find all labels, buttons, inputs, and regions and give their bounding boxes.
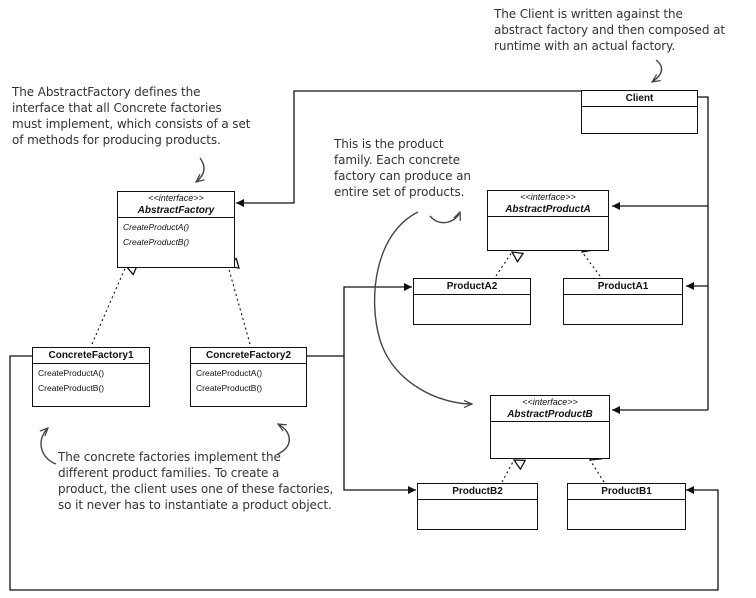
product-a1-header: ProductA1 bbox=[564, 279, 682, 295]
abstract-product-a-name: AbstractProductA bbox=[505, 204, 591, 215]
note-line: entire set of products. bbox=[334, 185, 465, 199]
note-line: runtime with an actual factory. bbox=[494, 39, 676, 53]
product-family-note: This is the product family. Each concret… bbox=[334, 136, 471, 200]
concrete-factory1-creates-connector bbox=[9, 355, 719, 591]
client-note: The Client is written against the abstra… bbox=[494, 6, 725, 54]
note-line: abstract factory and then composed at bbox=[494, 23, 725, 37]
abstract-factory-header: <<interface>> AbstractFactory bbox=[118, 192, 234, 218]
method-create-product-a: CreateProductA() bbox=[38, 368, 105, 378]
note-line: of methods for producing products. bbox=[12, 133, 221, 147]
abstract-product-b-name: AbstractProductB bbox=[507, 409, 593, 420]
product-b1-class[interactable]: ProductB1 bbox=[567, 483, 686, 530]
method-create-product-b: CreateProductB() bbox=[196, 383, 263, 393]
concrete-factory2-class[interactable]: ConcreteFactory2 CreateProductA() Create… bbox=[190, 347, 307, 407]
product-a1-name: ProductA1 bbox=[597, 281, 649, 292]
method-create-product-a: CreateProductA() bbox=[196, 368, 263, 378]
note-line: The Client is written against the bbox=[494, 7, 683, 21]
concrete-factories-note: The concrete factories implement the dif… bbox=[58, 449, 333, 513]
product-b1-header: ProductB1 bbox=[568, 484, 685, 500]
note-line: so it never has to instantiate a product… bbox=[58, 498, 332, 512]
abstract-factory-stereotype: <<interface>> bbox=[148, 193, 204, 203]
concrete-factory1-header: ConcreteFactory1 bbox=[33, 348, 149, 364]
method-create-product-a: CreateProductA() bbox=[123, 222, 190, 232]
abstract-factory-note: The AbstractFactory defines the interfac… bbox=[12, 84, 250, 148]
note-line: The concrete factories implement the bbox=[58, 450, 281, 464]
concrete-factory2-header: ConcreteFactory2 bbox=[191, 348, 306, 364]
client-class[interactable]: Client bbox=[581, 90, 698, 134]
note-line: factory can produce an bbox=[334, 169, 471, 183]
abstract-product-a-class[interactable]: <<interface>> AbstractProductA bbox=[487, 190, 609, 251]
client-name: Client bbox=[625, 93, 654, 104]
note-line: The AbstractFactory defines the bbox=[12, 85, 201, 99]
concrete-factory2-name: ConcreteFactory2 bbox=[205, 350, 292, 361]
note-line: This is the product bbox=[334, 137, 444, 151]
note-line: product, the client uses one of these fa… bbox=[58, 482, 334, 496]
product-b2-class[interactable]: ProductB2 bbox=[417, 483, 538, 530]
note-line: interface that all Concrete factories bbox=[12, 101, 222, 115]
concrete-factory1-class[interactable]: ConcreteFactory1 CreateProductA() Create… bbox=[32, 347, 150, 407]
concrete-factory2-creates-connector bbox=[306, 283, 416, 494]
abstract-product-b-header: <<interface>> AbstractProductB bbox=[491, 396, 609, 422]
product-b2-name: ProductB2 bbox=[452, 486, 503, 497]
client-to-products-connector bbox=[612, 96, 709, 414]
product-a2-name: ProductA2 bbox=[446, 281, 498, 292]
abstract-factory-class[interactable]: <<interface>> AbstractFactory CreateProd… bbox=[117, 191, 235, 268]
note-line: family. Each concrete bbox=[334, 153, 461, 167]
abstract-product-a-header: <<interface>> AbstractProductA bbox=[488, 191, 608, 217]
concrete-factory1-name: ConcreteFactory1 bbox=[48, 350, 134, 361]
product-a2-header: ProductA2 bbox=[414, 279, 530, 295]
method-create-product-b: CreateProductB() bbox=[123, 237, 190, 247]
client-header: Client bbox=[582, 91, 697, 107]
abstract-product-a-stereotype: <<interface>> bbox=[520, 192, 576, 202]
realization-connectors bbox=[91, 252, 605, 483]
abstract-factory-name: AbstractFactory bbox=[137, 205, 215, 216]
note-line: different product families. To create a bbox=[58, 466, 280, 480]
note-line: must implement, which consists of a set bbox=[12, 117, 251, 131]
abstract-product-b-class[interactable]: <<interface>> AbstractProductB bbox=[490, 395, 610, 459]
product-a2-class[interactable]: ProductA2 bbox=[413, 278, 531, 325]
product-a1-class[interactable]: ProductA1 bbox=[563, 278, 683, 325]
client-to-abstract-factory-connector bbox=[236, 90, 581, 207]
method-create-product-b: CreateProductB() bbox=[38, 383, 105, 393]
product-b2-header: ProductB2 bbox=[418, 484, 537, 500]
note-pointer-arrows bbox=[41, 59, 663, 465]
product-b1-name: ProductB1 bbox=[601, 486, 652, 497]
abstract-product-b-stereotype: <<interface>> bbox=[522, 397, 578, 407]
